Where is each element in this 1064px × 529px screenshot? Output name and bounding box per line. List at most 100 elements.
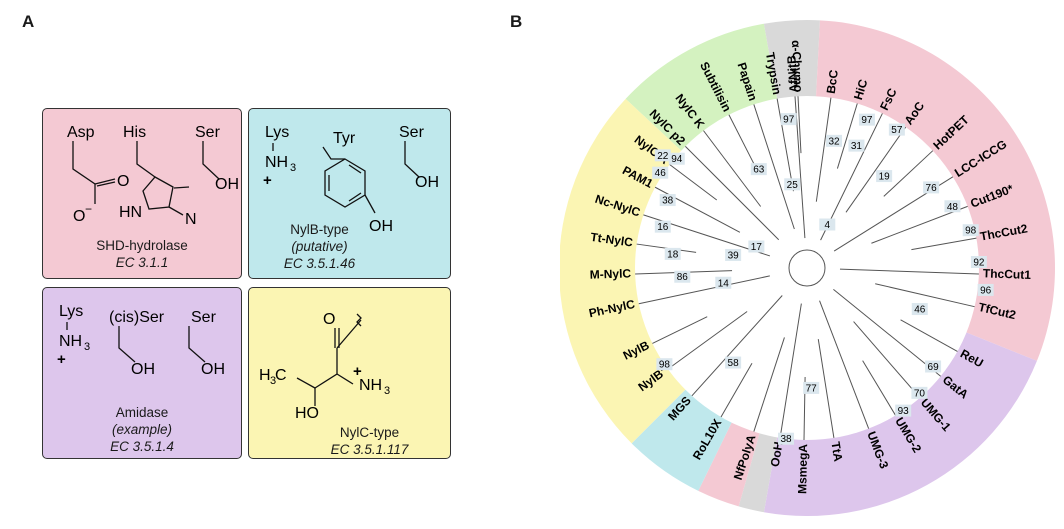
bootstrap-badge <box>748 240 765 253</box>
nylb-type-structure: Lys Tyr Ser NH 3 + OH OH <box>263 124 439 235</box>
clade-sector-purple <box>763 320 1037 516</box>
leaf-branch <box>685 146 780 241</box>
bootstrap-badge <box>652 166 669 179</box>
bootstrap-value: 17 <box>751 242 763 253</box>
carbonyl-oxygen: O <box>323 311 335 328</box>
nh3-subscript: 3 <box>84 341 90 353</box>
leaf-label: TtA <box>828 441 845 463</box>
bootstrap-value: 48 <box>947 202 959 213</box>
leaf-branch <box>815 97 832 202</box>
leaf-branch <box>728 114 756 167</box>
bootstrap-value: 4 <box>825 220 831 231</box>
serine-oh: OH <box>201 361 225 378</box>
bootstrap-badge <box>925 360 942 373</box>
bootstrap-value: 70 <box>914 388 926 399</box>
leaf-label: α-Chymo <box>789 40 806 93</box>
shd-name: SHD-hydrolase <box>96 238 188 253</box>
lysine-plus: + <box>57 351 66 368</box>
nylc-ec: EC 3.5.1.117 <box>330 442 409 457</box>
leaf-label: MsmegA <box>795 444 810 495</box>
bootstrap-value: 14 <box>718 278 730 289</box>
bootstrap-value: 92 <box>973 257 985 268</box>
panel-label-a: A <box>22 12 35 31</box>
lysine-plus: + <box>263 172 272 189</box>
bootstrap-badge <box>970 255 987 268</box>
nylc-name: NylC-type <box>339 425 400 440</box>
leaf-branch <box>669 164 718 201</box>
bootstrap-badge <box>780 113 797 126</box>
root-ring <box>788 249 826 287</box>
bootstrap-badge <box>977 283 994 296</box>
leaf-branch <box>833 289 941 377</box>
bootstrap-value: 16 <box>657 222 669 233</box>
bootstrap-value: 94 <box>671 154 683 165</box>
bootstrap-badge <box>725 356 742 369</box>
bootstrap-value: 98 <box>659 360 671 371</box>
leaf-branch <box>875 283 975 308</box>
leaf-branch <box>753 104 795 230</box>
bootstrap-value: 18 <box>667 249 679 260</box>
bootstrap-badge <box>944 200 961 213</box>
cis-serine-oh: OH <box>131 361 155 378</box>
amidase-name: Amidase <box>115 405 169 420</box>
leaf-label: BcC <box>824 69 841 95</box>
leaf-branch <box>871 205 968 244</box>
leaf-branch <box>667 311 748 370</box>
nh3-subscript: 3 <box>290 162 296 174</box>
residue-label-ser: Ser <box>191 309 217 326</box>
residue-label-his: His <box>123 124 146 141</box>
hydroxyl-ho: HO <box>295 405 319 422</box>
leaf-branch <box>911 237 977 251</box>
residue-label-lys: Lys <box>59 303 83 320</box>
bootstrap-badge <box>858 113 875 126</box>
leaf-branch <box>817 339 835 438</box>
bootstrap-badge <box>876 170 893 183</box>
nylc-type-box: O H C 3 NH 3 + HO NylC-type EC 3.5.1.117 <box>248 287 451 459</box>
leaf-branch <box>691 295 783 397</box>
bootstrap-value: 25 <box>787 180 799 191</box>
nylb-name: NylB-type <box>290 222 349 237</box>
leaf-label: ThcCut1 <box>983 266 1032 282</box>
bootstrap-value: 46 <box>655 168 667 179</box>
residue-label-cis-ser: (cis)Ser <box>109 309 165 326</box>
serine-oh: OH <box>415 174 439 191</box>
residue-label-tyr: Tyr <box>333 130 356 147</box>
residue-label-ser: Ser <box>399 124 425 141</box>
leaf-branch <box>883 150 934 197</box>
lysine-nh3: NH <box>59 333 82 350</box>
shd-ec: EC 3.1.1 <box>115 255 169 270</box>
leaf-label: Tt-NylC <box>590 230 635 250</box>
shd-caption: SHD-hydrolase EC 3.1.1 <box>43 237 241 271</box>
leaf-branch <box>900 319 958 352</box>
leaf-branch <box>638 275 770 305</box>
bootstrap-badge <box>784 178 801 191</box>
leaf-label: AfNitB <box>784 54 801 93</box>
leaf-label: HiC <box>851 77 871 101</box>
leaf-branch <box>845 126 907 213</box>
bootstrap-value: 93 <box>898 406 910 417</box>
amine-plus: + <box>353 363 362 380</box>
bootstrap-badge <box>674 270 691 283</box>
amidase-note: (example) <box>111 422 173 437</box>
shd-hydrolase-box: Asp His Ser O O − HN N OH SHD-hydrolase … <box>42 108 242 279</box>
bootstrap-badge <box>803 381 820 394</box>
bootstrap-value: 69 <box>928 362 940 373</box>
bootstrap-badge <box>664 247 681 260</box>
bootstrap-badge <box>654 220 671 233</box>
bootstrap-badge <box>911 303 928 316</box>
leaf-branch <box>703 130 762 207</box>
nylb-ec: EC 3.5.1.46 <box>283 256 356 271</box>
bootstrap-value: 32 <box>828 136 840 147</box>
bootstrap-badge <box>668 152 685 165</box>
bootstrap-badge <box>778 432 795 445</box>
bootstrap-badge <box>656 358 673 371</box>
bootstrap-badge <box>923 181 940 194</box>
bootstrap-value: 46 <box>914 305 926 316</box>
panel-label-b: B <box>510 12 523 31</box>
leaf-label: M-NylC <box>590 266 632 281</box>
bootstrap-value: 31 <box>851 141 863 152</box>
bootstrap-badge <box>911 386 928 399</box>
bootstrap-value: 77 <box>806 383 818 394</box>
imidazole-hn: HN <box>119 204 142 221</box>
nylb-note: (putative) <box>291 239 348 254</box>
